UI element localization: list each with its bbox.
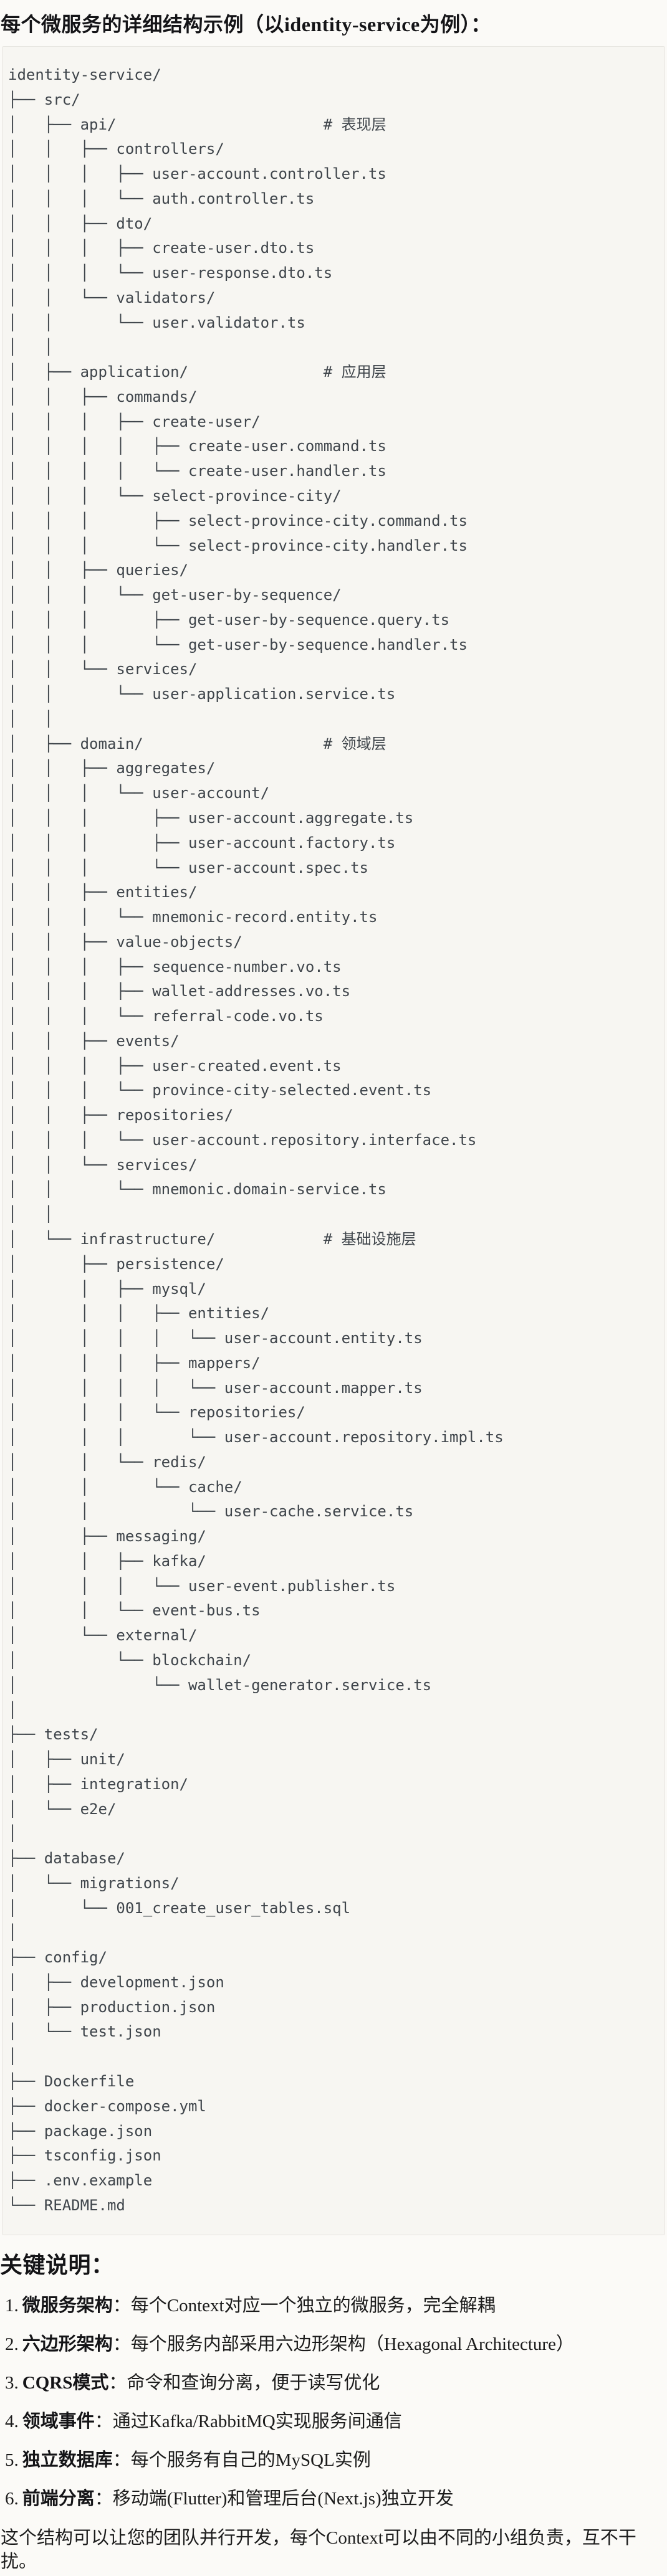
note-item-number: 6.: [5, 2488, 19, 2509]
note-item-desc: ：通过Kafka/RabbitMQ实现服务间通信: [94, 2411, 402, 2431]
note-item-desc: ：移动端(Flutter)和管理后台(Next.js)独立开发: [94, 2488, 454, 2509]
note-item-term: 领域事件: [22, 2411, 95, 2431]
note-item-desc: ：命令和查询分离，便于读写优化: [108, 2372, 380, 2393]
note-item-term: 微服务架构: [22, 2295, 113, 2316]
note-item-desc: ：每个服务有自己的MySQL实例: [112, 2450, 371, 2470]
note-item: 6.前端分离：移动端(Flutter)和管理后台(Next.js)独立开发: [0, 2487, 667, 2511]
footer-paragraph: 这个结构可以让您的团队并行开发，每个Context可以由不同的小组负责，互不干扰…: [1, 2527, 636, 2572]
notes-heading: 关键说明：: [0, 2252, 114, 2278]
note-item: 3.CQRS模式：命令和查询分离，便于读写优化: [0, 2371, 667, 2395]
note-item-desc: ：每个服务内部采用六边形架构（Hexagonal Architecture）: [112, 2334, 574, 2354]
note-item-number: 5.: [5, 2450, 19, 2470]
file-tree: identity-service/ ├── src/ │ ├── api/ # …: [8, 66, 504, 2214]
note-item: 2.六边形架构：每个服务内部采用六边形架构（Hexagonal Architec…: [0, 2332, 667, 2356]
note-item: 5.独立数据库：每个服务有自己的MySQL实例: [0, 2448, 667, 2472]
file-tree-block: identity-service/ ├── src/ │ ├── api/ # …: [2, 46, 665, 2235]
note-item-number: 3.: [5, 2372, 19, 2393]
note-item: 4.领域事件：通过Kafka/RabbitMQ实现服务间通信: [0, 2410, 667, 2433]
page-title: 每个微服务的详细结构示例（以identity-service为例）：: [1, 13, 491, 36]
note-item-term: CQRS模式: [22, 2372, 109, 2393]
note-item-desc: ：每个Context对应一个独立的微服务，完全解耦: [112, 2295, 496, 2316]
note-item-number: 2.: [5, 2334, 19, 2354]
note-item: 1.微服务架构：每个Context对应一个独立的微服务，完全解耦: [0, 2294, 667, 2317]
note-item-number: 4.: [5, 2411, 19, 2431]
note-item-term: 六边形架构: [22, 2334, 113, 2354]
note-item-term: 前端分离: [22, 2488, 95, 2509]
note-item-number: 1.: [5, 2295, 19, 2316]
note-item-term: 独立数据库: [22, 2450, 113, 2470]
